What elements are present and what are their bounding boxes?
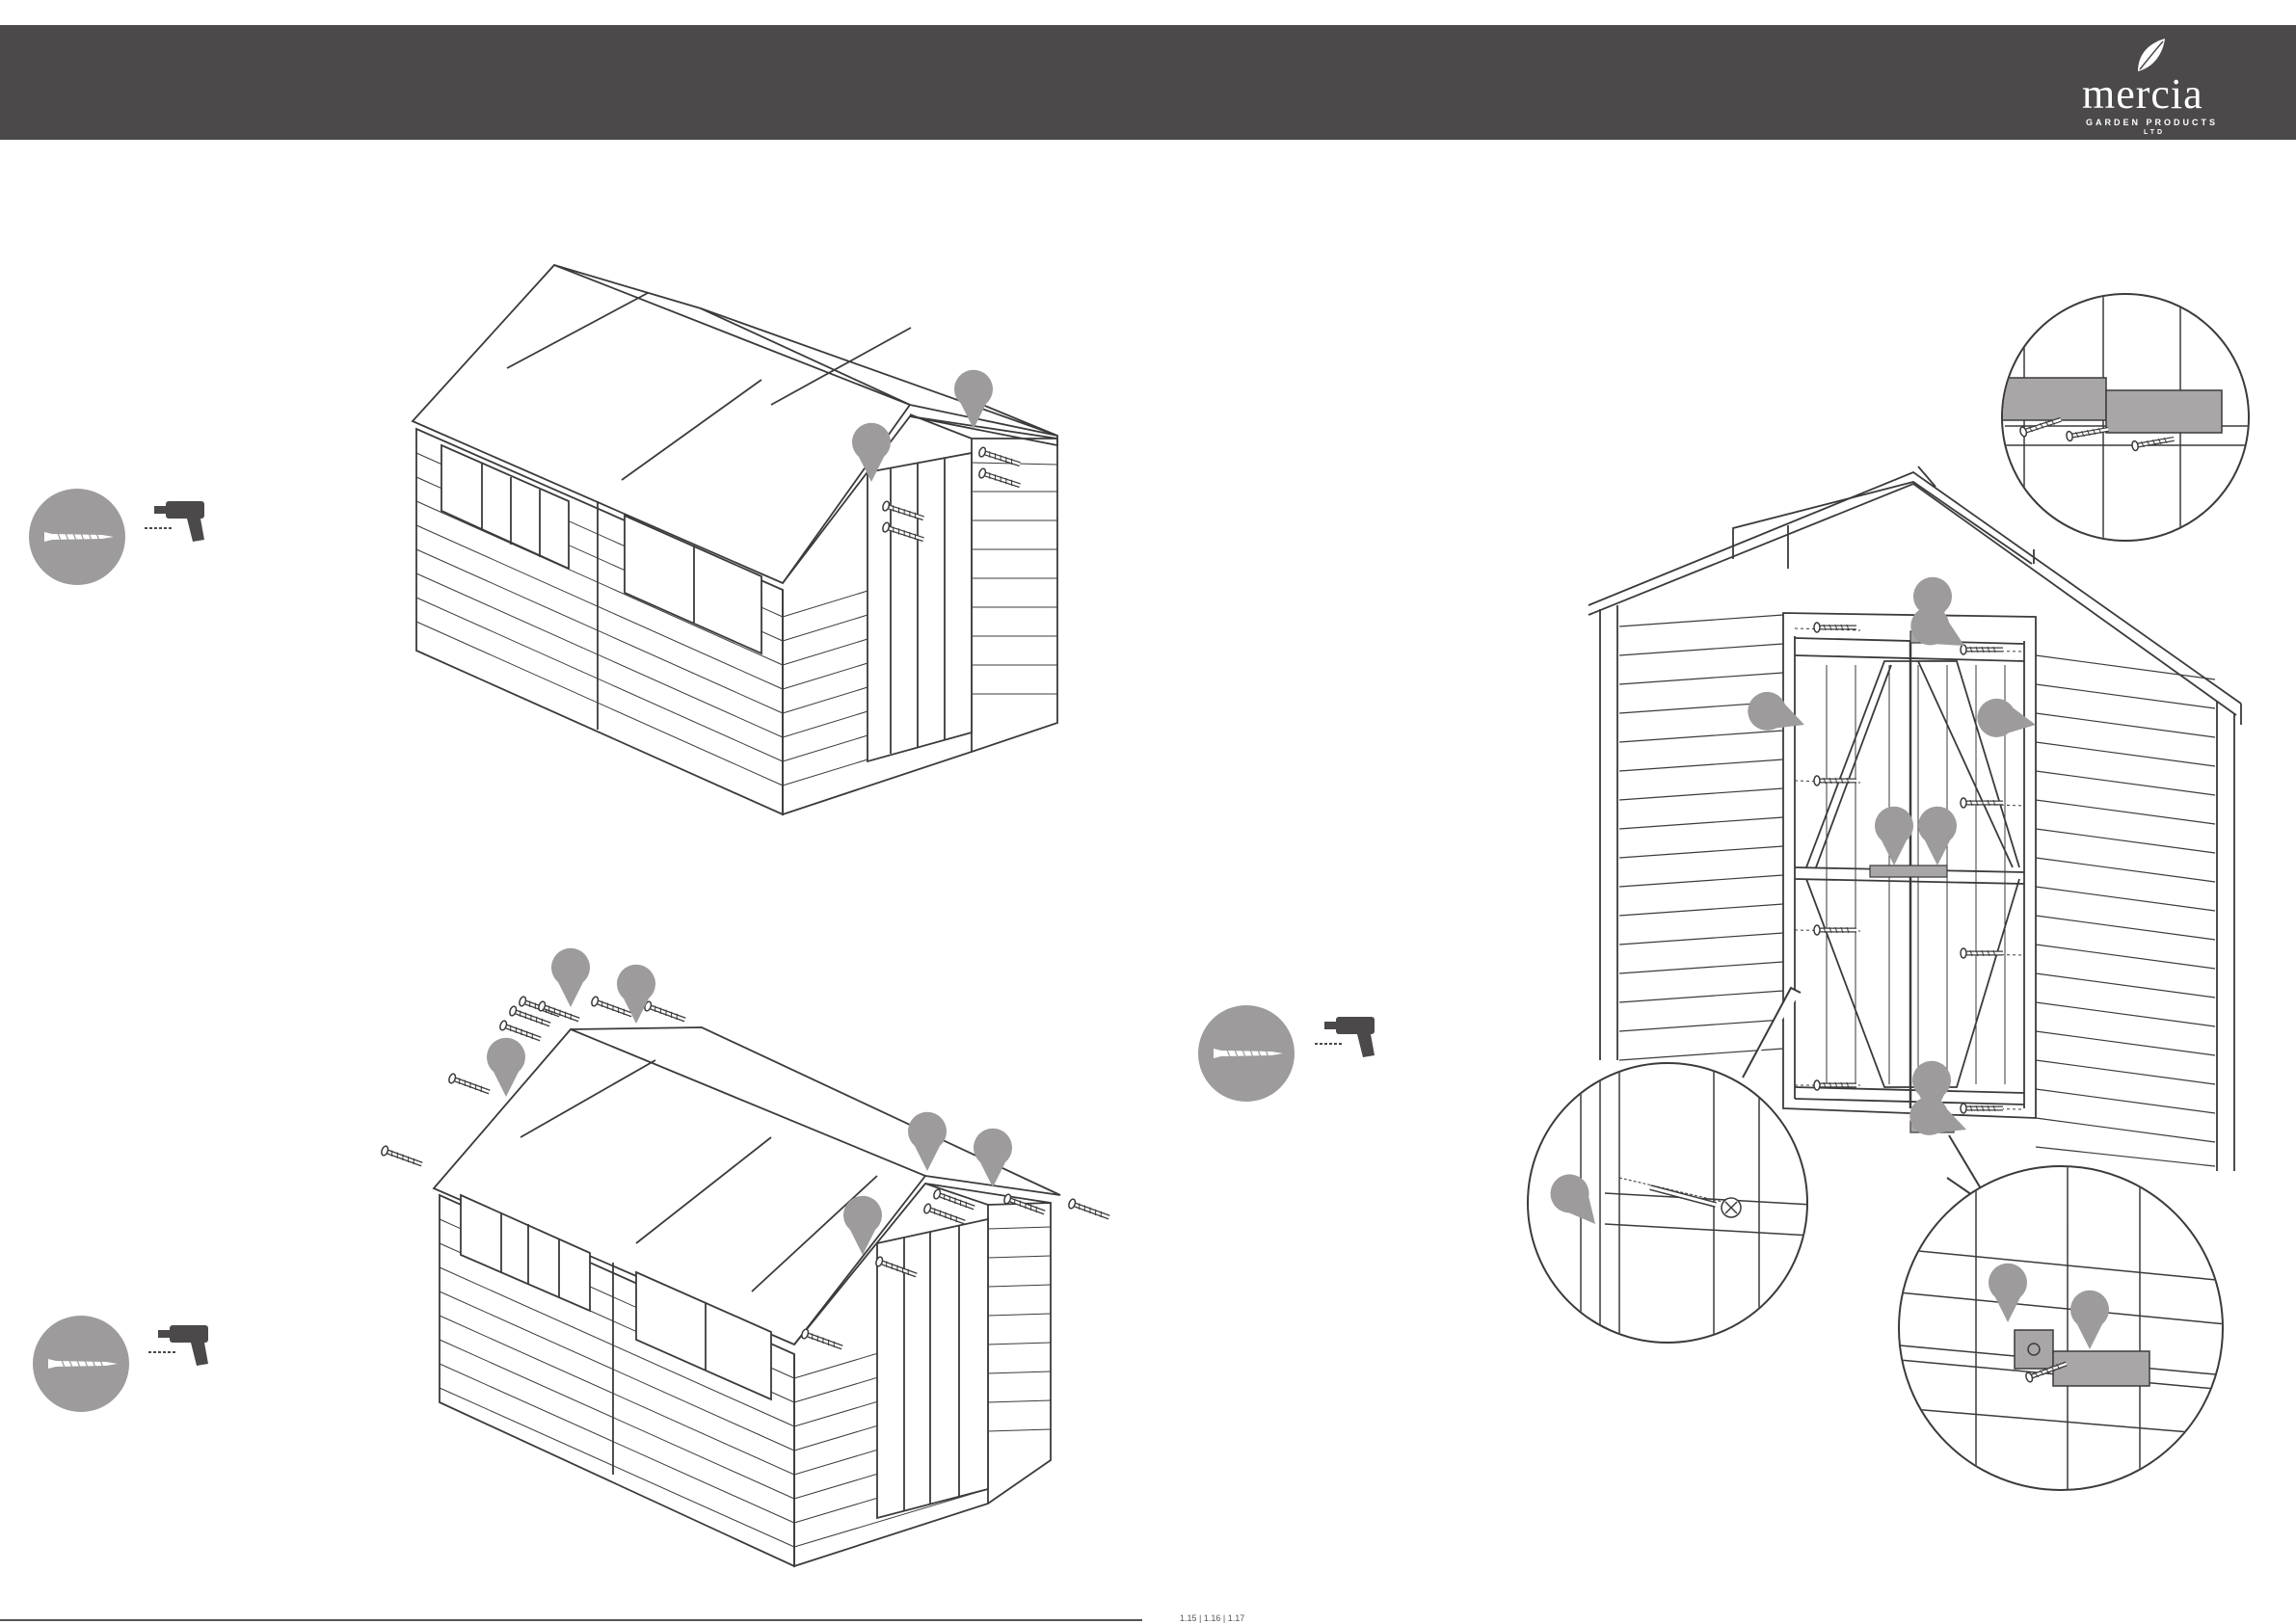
screw-icon: [933, 1188, 976, 1211]
callout-marker: [908, 1112, 947, 1171]
drill-icon: [148, 1325, 208, 1366]
callout-marker: [974, 1129, 1012, 1187]
screw-icon: [978, 446, 1022, 468]
step-a-tools: [29, 489, 204, 585]
screw-icon: [1198, 1005, 1295, 1102]
callout-marker: [617, 965, 655, 1024]
screw-icon: [29, 489, 125, 585]
shed-diagram-a: [413, 265, 1057, 814]
drill-icon: [145, 501, 204, 542]
footer-label: 1.15 | 1.16 | 1.17: [1180, 1613, 1244, 1623]
screw-icon: [1003, 1193, 1047, 1216]
callout-marker: [551, 948, 590, 1007]
screw-icon: [33, 1316, 129, 1412]
screw-icon: [1068, 1198, 1111, 1221]
screw-icon: [923, 1203, 967, 1226]
drill-icon: [1315, 1017, 1375, 1057]
screw-icon: [448, 1073, 492, 1096]
screw-icon: [801, 1328, 844, 1351]
detail-circle-right: [1889, 1135, 2236, 1504]
step-b-tools: [33, 1316, 208, 1412]
detail-circle-top: [1955, 280, 2256, 559]
step-c-tools: [1198, 1005, 1375, 1102]
footer-rule: [0, 1619, 1142, 1621]
screw-icon: [978, 467, 1022, 490]
shed-diagram-b: [434, 1027, 1060, 1566]
detail-circle-left: [1528, 988, 1812, 1349]
screw-icon: [381, 1145, 424, 1168]
screw-icon: [644, 1000, 687, 1024]
